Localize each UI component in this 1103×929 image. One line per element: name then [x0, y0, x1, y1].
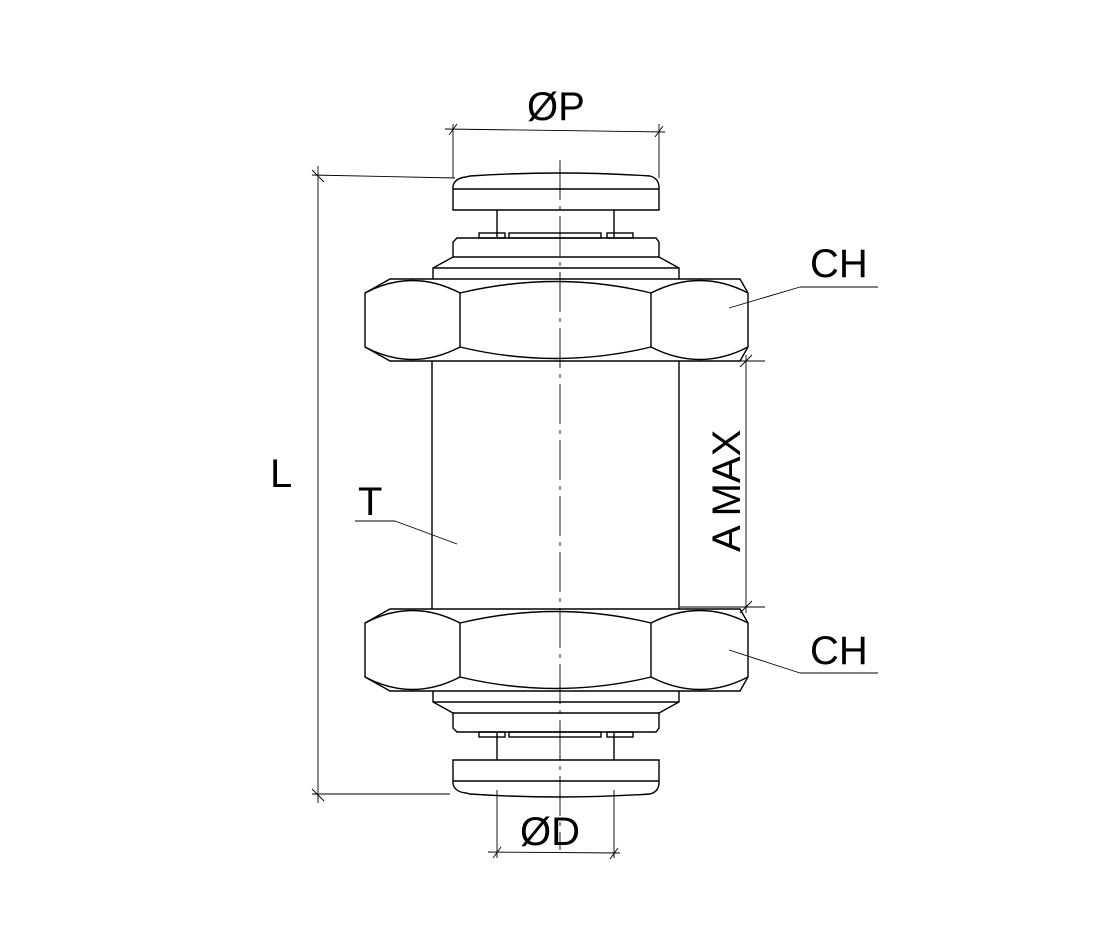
label-hex-top: CH — [810, 242, 868, 286]
dimension-d — [487, 790, 621, 860]
label-diameter-d: ØD — [520, 810, 580, 854]
dimension-l — [311, 166, 456, 803]
fitting-upper-half — [364, 172, 749, 362]
leader-hex-top — [728, 286, 878, 309]
label-length: L — [270, 452, 292, 496]
dimension-p — [444, 123, 666, 178]
tube-body — [431, 361, 680, 609]
label-tube: T — [358, 480, 382, 524]
label-a-max: A MAX — [705, 430, 749, 552]
label-hex-bottom: CH — [810, 629, 868, 673]
leader-tube — [355, 520, 458, 545]
dimension-a-max — [680, 354, 765, 614]
fitting-lower-half — [364, 608, 749, 798]
leader-hex-bottom — [728, 649, 878, 674]
label-diameter-p: ØP — [527, 85, 585, 129]
